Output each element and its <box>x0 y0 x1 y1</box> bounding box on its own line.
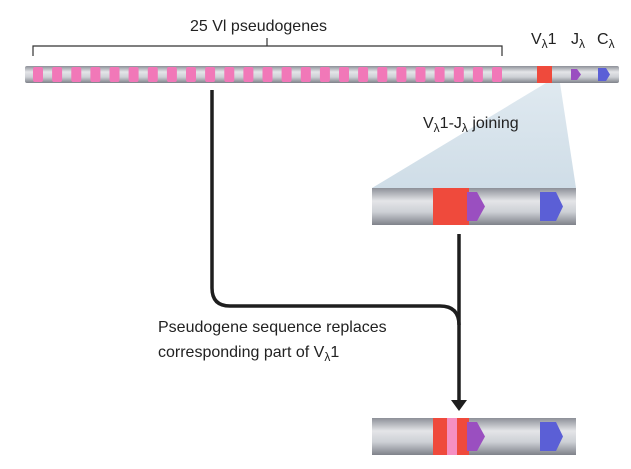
pseudogene-block <box>300 67 311 82</box>
rearranged-j-segment <box>467 192 485 221</box>
replacement-label-line2: corresponding part of Vλ1 <box>158 344 340 364</box>
v-lambda1-segment <box>537 66 552 83</box>
pseudogene-block <box>128 67 139 82</box>
pseudogene-block <box>90 67 101 82</box>
pseudogene-block <box>377 67 388 82</box>
pseudogene-block <box>186 67 196 82</box>
pseudogene-block <box>453 67 464 82</box>
pseudogene-block <box>33 67 43 82</box>
conversion-arrowhead <box>451 400 467 411</box>
c-lambda-segment <box>598 68 610 81</box>
pseudogene-block <box>415 67 426 82</box>
pseudogene-transfer-line <box>210 90 461 326</box>
pseudogene-block <box>339 67 349 82</box>
pseudogene-block <box>358 67 369 82</box>
pseudogene-block <box>243 67 254 82</box>
pseudogene-block <box>281 67 292 82</box>
pseudogene-count-label: 25 Vl pseudogenes <box>190 18 327 35</box>
converted-j-segment <box>467 422 485 451</box>
pseudogene-block <box>71 67 82 82</box>
rearranged-v-segment <box>433 188 469 225</box>
pseudogene-block <box>205 67 216 82</box>
inserted-pseudogene-sequence <box>447 418 457 455</box>
j-lambda-label: Jλ <box>571 31 585 51</box>
pseudogene-block <box>147 67 158 82</box>
rearranged-c-segment <box>540 192 563 221</box>
pseudogene-block <box>396 67 407 82</box>
pseudogene-block <box>109 67 120 82</box>
pseudogene-block <box>52 67 63 82</box>
pseudogene-block <box>492 67 502 82</box>
pseudogene-block <box>434 67 445 82</box>
pseudogene-block <box>319 67 330 82</box>
v-lambda1-label: Vλ1 <box>531 31 557 51</box>
pseudogene-array <box>33 67 502 82</box>
pseudogene-block <box>166 67 177 82</box>
pseudogene-block <box>472 67 483 82</box>
j-lambda-segment <box>571 69 581 80</box>
pseudogene-block <box>224 67 235 82</box>
c-lambda-label: Cλ <box>597 31 615 51</box>
zoom-wedge <box>372 83 576 188</box>
converted-c-segment <box>540 422 563 451</box>
pseudogene-block <box>262 67 273 82</box>
joining-label: Vλ1-Jλ joining <box>423 115 519 135</box>
replacement-label-line1: Pseudogene sequence replaces <box>158 319 387 336</box>
pseudogene-bracket <box>32 38 503 56</box>
